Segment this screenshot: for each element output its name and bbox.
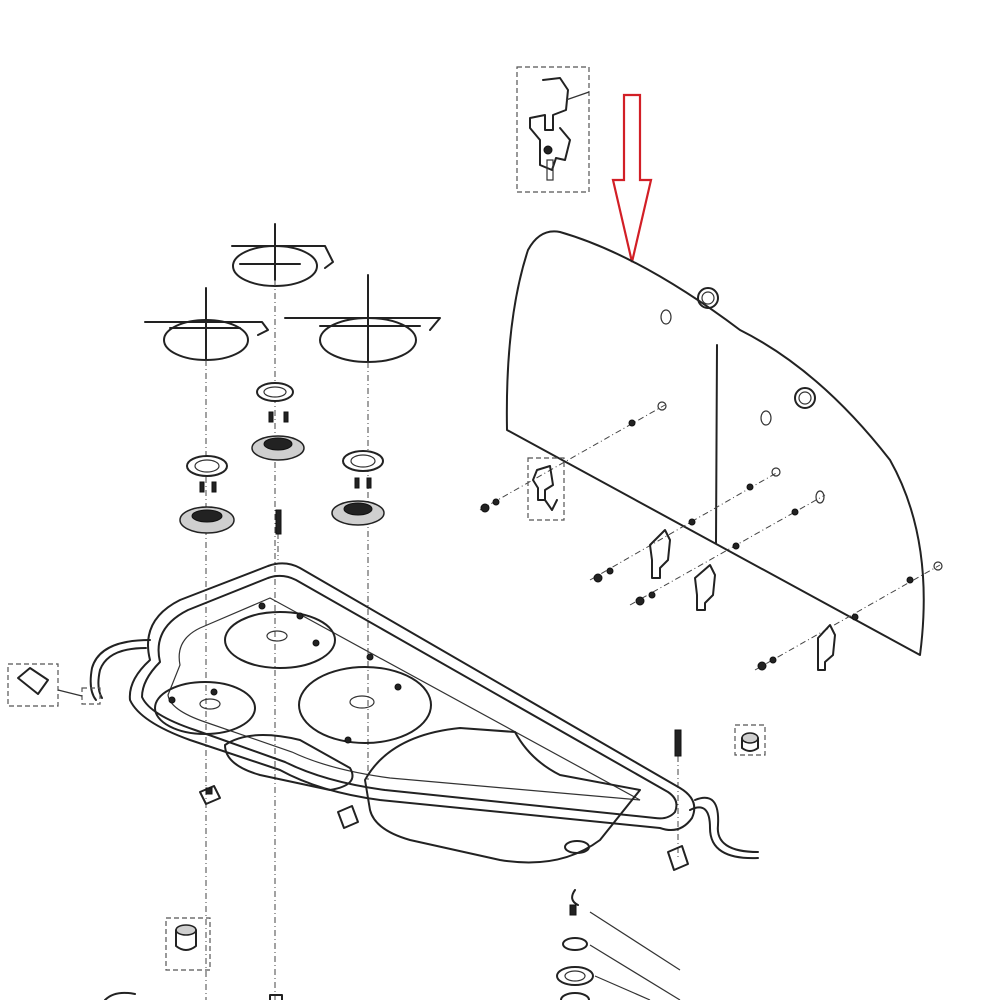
hinge-bracket-2 xyxy=(649,529,671,579)
pan-support-left xyxy=(144,287,269,361)
hinge-bracket-4 xyxy=(817,624,836,671)
grommet-right xyxy=(734,724,766,756)
rubber-foot xyxy=(165,917,211,971)
pan-support-right xyxy=(284,274,441,363)
burner-right xyxy=(331,450,385,526)
knob-assembly xyxy=(556,889,681,1000)
hinge-detail-box xyxy=(516,66,590,193)
red-pointer-arrow xyxy=(611,93,653,263)
clip-right xyxy=(667,845,689,871)
hinge-bracket-1 xyxy=(527,457,565,521)
hob-tray xyxy=(128,562,696,864)
clip-mid xyxy=(337,805,359,829)
pan-support-back xyxy=(231,223,334,287)
lid-fixings xyxy=(479,401,943,671)
hinge-bracket-3 xyxy=(694,564,716,611)
gas-hose-right xyxy=(689,796,759,860)
bottom-fragments xyxy=(104,991,283,1000)
gas-hose-left xyxy=(7,639,151,707)
clip-left xyxy=(199,785,221,805)
burner-left xyxy=(179,455,235,534)
burner-back xyxy=(251,382,305,461)
screw-right xyxy=(674,729,682,757)
glass-lid xyxy=(505,230,925,656)
burner-screws xyxy=(199,411,372,535)
